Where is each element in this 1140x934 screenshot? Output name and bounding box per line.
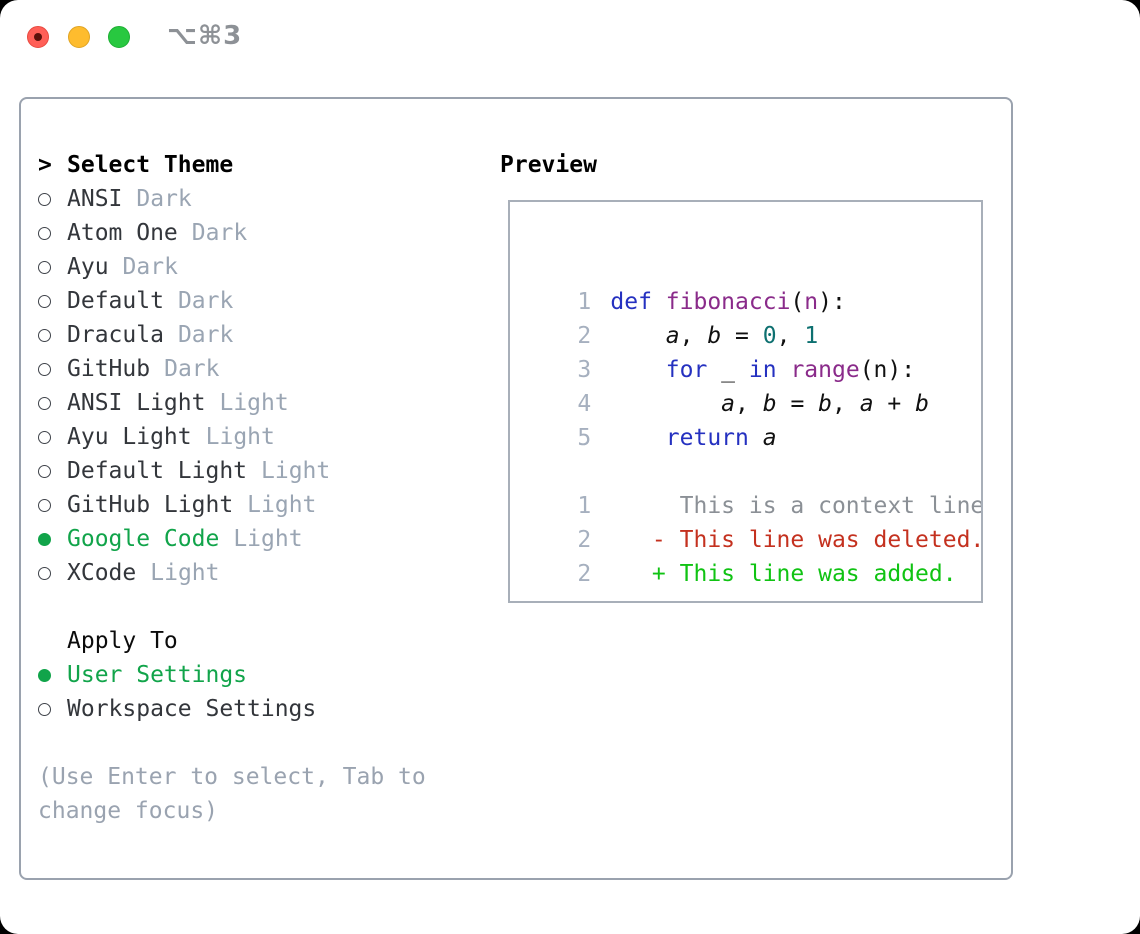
diff-line-deleted: 2 - This line was deleted. — [522, 489, 981, 553]
line-number: 4 — [577, 391, 592, 417]
traffic-light-minimize-button[interactable] — [68, 26, 90, 48]
theme-option-github[interactable]: GitHub Dark — [38, 352, 458, 386]
unsaved-changes-dot-icon — [34, 33, 42, 41]
radio-circle-icon — [38, 362, 51, 376]
theme-option-ansi[interactable]: ANSI Dark — [38, 182, 458, 216]
option-label: GitHub Light — [67, 492, 234, 518]
theme-option-default[interactable]: Default Dark — [38, 284, 458, 318]
apply-to-title: Apply To — [67, 628, 178, 654]
radio-circle-icon — [38, 294, 51, 308]
radio-circle-icon — [38, 532, 51, 546]
option-label: Atom One — [67, 220, 178, 246]
option-variant-label: Dark — [136, 186, 192, 212]
theme-dialog-panel: > Select Theme ANSI Dark Atom One Dark A… — [19, 97, 1013, 880]
diff-line-context: 1 This is a context line. — [522, 455, 981, 519]
option-variant-label: Dark — [177, 288, 234, 314]
theme-option-ayu[interactable]: Ayu Dark — [38, 250, 458, 284]
window-shortcut-label: ⌥⌘3 — [167, 21, 243, 51]
code-line: 4 a, b = b, a + b — [522, 353, 981, 417]
radio-circle-icon — [38, 430, 51, 444]
option-variant-label: Light — [205, 424, 275, 450]
preview-title: Preview — [500, 152, 597, 178]
theme-option-dracula[interactable]: Dracula Dark — [38, 318, 458, 352]
option-label: GitHub — [67, 356, 151, 382]
option-label: Default — [67, 288, 164, 314]
option-label: ANSI — [67, 186, 123, 212]
theme-option-google-code[interactable]: Google Code Light — [38, 522, 458, 556]
keyboard-hint-text: (Use Enter to select, Tab to change focu… — [38, 764, 426, 824]
line-number: 1 — [577, 289, 592, 315]
theme-option-ayu-light[interactable]: Ayu Light Light — [38, 420, 458, 454]
radio-circle-icon — [38, 702, 51, 716]
code-line: 3 for _ in range(n): — [522, 319, 981, 383]
theme-option-xcode[interactable]: XCode Light — [38, 556, 458, 590]
radio-circle-icon — [38, 668, 51, 682]
radio-circle-icon — [38, 396, 51, 410]
theme-list: > Select Theme ANSI Dark Atom One Dark A… — [38, 148, 458, 828]
option-label: Ayu Light — [67, 424, 192, 450]
radio-circle-icon — [38, 192, 51, 206]
option-variant-label: Dark — [191, 220, 248, 246]
theme-option-default-light[interactable]: Default Light Light — [38, 454, 458, 488]
option-label: Dracula — [67, 322, 164, 348]
spacer — [38, 726, 458, 760]
traffic-light-zoom-button[interactable] — [108, 26, 130, 48]
option-variant-label: Dark — [164, 356, 220, 382]
radio-circle-icon — [38, 498, 51, 512]
line-number: 2 — [577, 323, 592, 349]
theme-option-atom-one[interactable]: Atom One Dark — [38, 216, 458, 250]
radio-circle-icon — [38, 260, 51, 274]
theme-list-title-row: > Select Theme — [38, 148, 458, 182]
option-variant-label: Dark — [122, 254, 178, 280]
titlebar: ⌥⌘3 — [0, 0, 1140, 72]
option-variant-label: Light — [233, 526, 303, 552]
option-label: User Settings — [67, 662, 248, 688]
line-number: 5 — [577, 425, 592, 451]
apply-option-user-settings[interactable]: User Settings — [38, 658, 458, 692]
code-line: 2 a, b = 0, 1 — [522, 285, 981, 349]
option-variant-label: Dark — [177, 322, 234, 348]
theme-option-ansi-light[interactable]: ANSI Light Light — [38, 386, 458, 420]
option-label: XCode — [67, 560, 137, 586]
traffic-light-close-button[interactable] — [27, 26, 49, 48]
option-variant-label: Light — [247, 492, 317, 518]
radio-circle-icon — [38, 464, 51, 478]
line-number: 2 — [577, 561, 592, 587]
spacer — [38, 590, 458, 624]
line-number: 1 — [577, 493, 592, 519]
theme-option-github-light[interactable]: GitHub Light Light — [38, 488, 458, 522]
option-label: Google Code — [67, 526, 220, 552]
theme-list-title: Select Theme — [67, 152, 234, 178]
option-variant-label: Light — [261, 458, 331, 484]
cursor-arrow-icon: > — [38, 152, 52, 178]
code-line: 5 return a — [522, 387, 981, 451]
option-label: Default Light — [67, 458, 248, 484]
radio-circle-icon — [38, 328, 51, 342]
radio-circle-icon — [38, 226, 51, 240]
option-label: ANSI Light — [67, 390, 206, 416]
line-number: 2 — [577, 527, 592, 553]
option-variant-label: Light — [150, 560, 220, 586]
option-label: Workspace Settings — [67, 696, 317, 722]
apply-option-workspace-settings[interactable]: Workspace Settings — [38, 692, 458, 726]
line-number: 3 — [577, 357, 592, 383]
radio-circle-icon — [38, 566, 51, 580]
option-label: Ayu — [67, 254, 109, 280]
option-variant-label: Light — [219, 390, 289, 416]
diff-line-added: 2 + This line was added. — [522, 523, 981, 587]
apply-to-title-row: Apply To — [38, 624, 458, 658]
